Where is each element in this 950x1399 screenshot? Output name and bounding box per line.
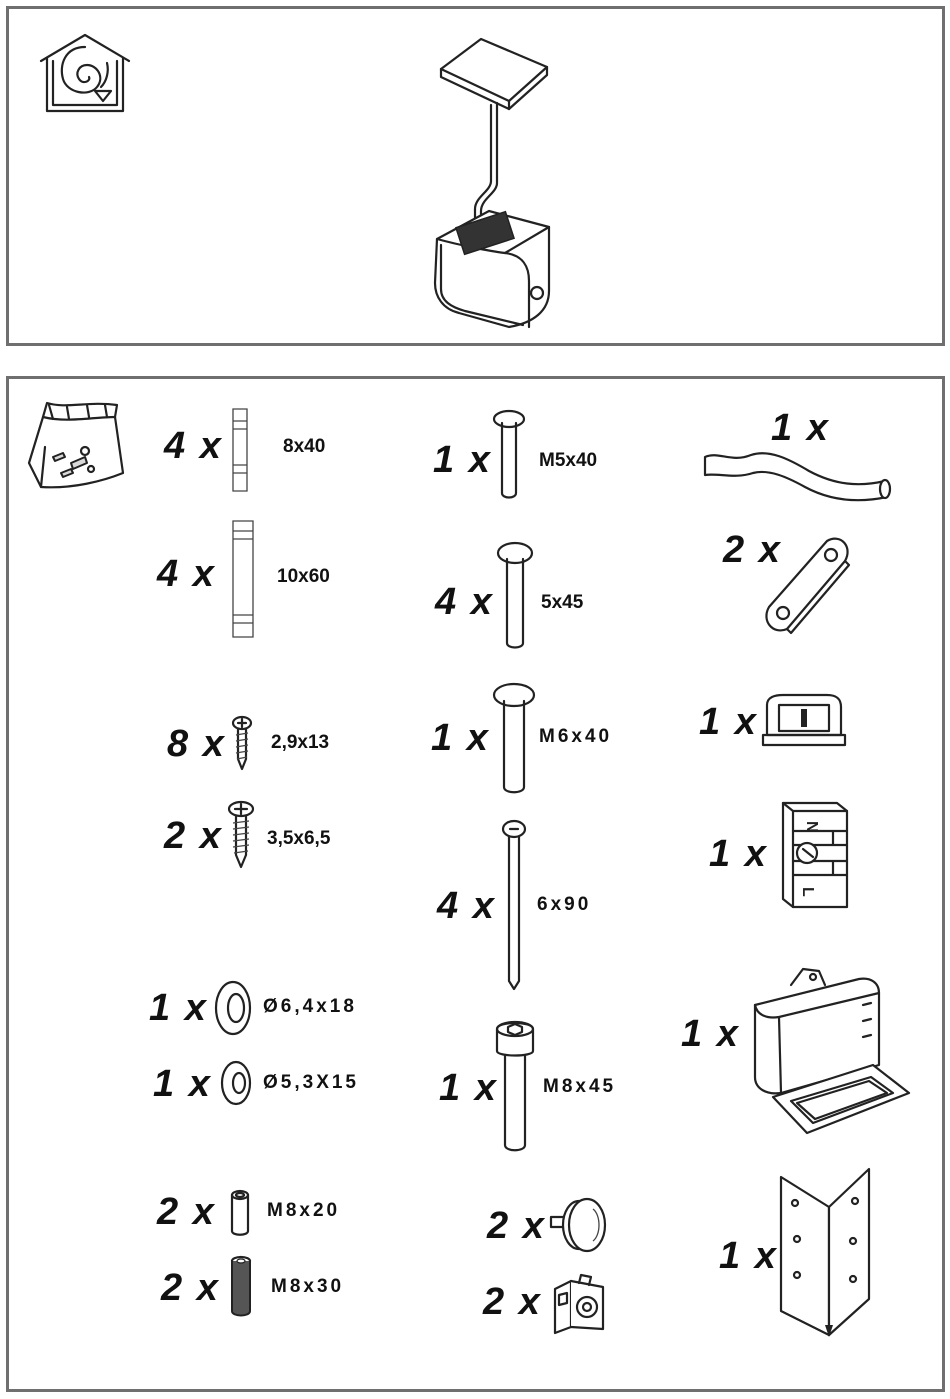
product-overview-panel	[6, 6, 945, 346]
size-bolt-m5x40: M5x40	[539, 451, 597, 470]
spacer-m8x20-icon	[227, 1189, 253, 1239]
link-plate-icon	[761, 521, 857, 639]
qty-bolt-m8x45: 1 x	[439, 1069, 498, 1107]
qty-bolt-m6x40: 1 x	[431, 719, 490, 757]
qty-bolt-5x45: 4 x	[435, 583, 494, 621]
qty-corner-bracket: 1 x	[719, 1237, 778, 1275]
size-spacer-m8x20: M8x20	[267, 1201, 340, 1220]
bolt-m6x40-icon	[491, 681, 537, 797]
qty-bolt-m5x40: 1 x	[433, 441, 492, 479]
qty-cable-clamp: 1 x	[699, 703, 758, 741]
size-washer-5-3x15: Ø5,3X15	[263, 1073, 359, 1092]
recirculation-house-icon	[35, 31, 135, 121]
qty-dowel-10x60: 4 x	[157, 555, 216, 593]
flexible-hose-icon	[699, 441, 899, 507]
junction-box-icon	[743, 965, 915, 1145]
bolt-5x45-icon	[495, 541, 535, 653]
terminal-label-l: L	[799, 887, 816, 897]
fittings-list-panel: 4 x 8x40 4 x 10x60 8 x 2,9x13 2 x 3,5x6,…	[6, 376, 945, 1392]
qty-washer-5-3x15: 1 x	[153, 1065, 212, 1103]
cage-nut-icon	[549, 1273, 613, 1337]
size-screw-3-5x6-5: 3,5x6,5	[267, 829, 330, 848]
size-bolt-5x45: 5x45	[541, 593, 583, 612]
qty-spacer-m8x20: 2 x	[157, 1193, 216, 1231]
washer-5-3x15-icon	[219, 1059, 253, 1107]
size-spacer-m8x30: M8x30	[271, 1277, 344, 1296]
qty-screw-3-5x6-5: 2 x	[164, 817, 223, 855]
dowel-8x40-icon	[227, 407, 255, 495]
corner-bracket-icon	[775, 1161, 875, 1347]
cooker-hood-illustration	[419, 31, 569, 331]
size-screw-2-9x13: 2,9x13	[271, 733, 329, 752]
terminal-label-n: N	[803, 821, 820, 833]
screw-3-5x6-5-icon	[227, 799, 255, 869]
qty-junction-box: 1 x	[681, 1015, 740, 1053]
bolt-m5x40-icon	[491, 409, 527, 501]
washer-6-4x18-icon	[213, 979, 253, 1037]
bolt-m8x45-icon	[493, 1019, 537, 1155]
qty-spacer-m8x30: 2 x	[161, 1269, 220, 1307]
dowel-10x60-icon	[227, 519, 259, 641]
fittings-bag-icon	[27, 397, 127, 495]
size-bolt-m8x45: M8x45	[543, 1077, 616, 1096]
rod-6x90-icon	[499, 819, 529, 991]
qty-cage-nut: 2 x	[483, 1283, 542, 1321]
size-dowel-8x40: 8x40	[283, 437, 325, 456]
qty-terminal-block: 1 x	[709, 835, 768, 873]
qty-screw-2-9x13: 8 x	[167, 725, 226, 763]
qty-washer-6-4x18: 1 x	[149, 989, 208, 1027]
cable-clamp-icon	[761, 691, 847, 749]
screw-2-9x13-icon	[231, 715, 253, 771]
size-washer-6-4x18: Ø6,4x18	[263, 997, 357, 1016]
size-bolt-m6x40: M6x40	[539, 727, 612, 746]
size-rod-6x90: 6x90	[537, 895, 591, 914]
qty-rod-6x90: 4 x	[437, 887, 496, 925]
qty-dowel-8x40: 4 x	[164, 427, 223, 465]
qty-knob: 2 x	[487, 1207, 546, 1245]
size-dowel-10x60: 10x60	[277, 567, 330, 586]
terminal-block-icon: N L	[773, 797, 857, 917]
spacer-m8x30-icon	[227, 1255, 255, 1319]
knob-icon	[549, 1195, 613, 1255]
